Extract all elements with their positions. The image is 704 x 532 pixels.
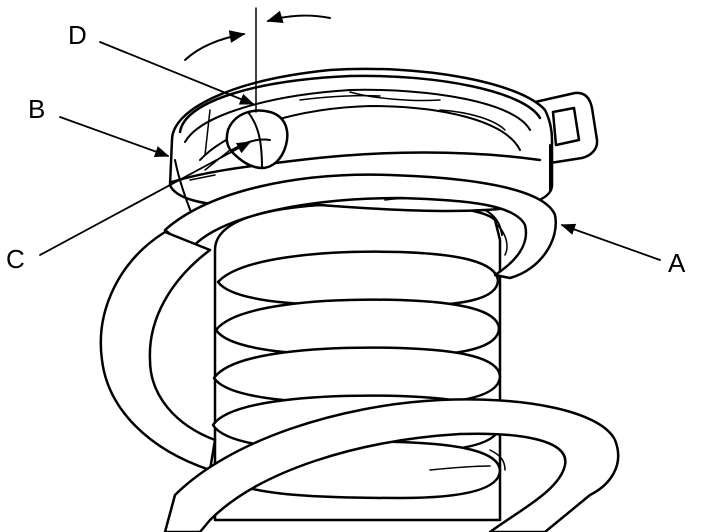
leader-lines xyxy=(39,41,661,261)
label-b: B xyxy=(28,94,45,124)
rotation-indicator xyxy=(184,7,331,113)
spring-seat xyxy=(168,67,599,223)
coil-spring xyxy=(99,173,620,532)
spring-end-notch xyxy=(225,109,289,170)
label-a: A xyxy=(668,248,686,278)
label-c: C xyxy=(6,244,25,274)
label-d: D xyxy=(68,20,87,50)
